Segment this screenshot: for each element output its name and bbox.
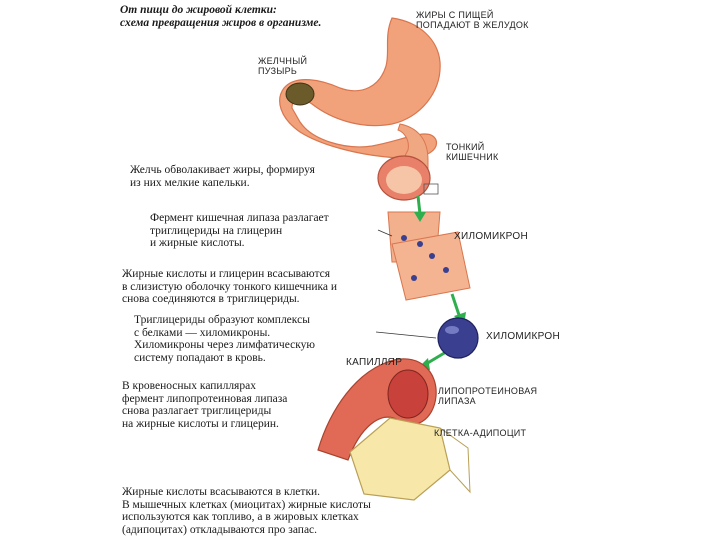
step-blood: В кровеносных капиллярах фермент липопро… [122, 380, 362, 430]
droplet [401, 235, 407, 241]
label-chylomicron-1: ХИЛОМИКРОН [454, 232, 554, 242]
capillary-lumen [388, 370, 428, 418]
droplet [443, 267, 449, 273]
droplet [411, 275, 417, 281]
step-absorb: Жирные кислоты и глицерин всасываются в … [122, 268, 404, 306]
label-stomach: ЖИРЫ С ПИЩЕЙ ПОПАДАЮТ В ЖЕЛУДОК [416, 10, 576, 30]
gallbladder-shape [286, 83, 314, 105]
step-bile: Желчь обволакивает жиры, формируя из них… [130, 164, 380, 189]
chylomicron-sphere [438, 318, 478, 358]
droplet [417, 241, 423, 247]
label-gallbladder: ЖЕЛЧНЫЙ ПУЗЫРЬ [258, 56, 338, 76]
flow-arrow [426, 352, 446, 364]
step-enzyme: Фермент кишечная липаза разлагает тригли… [150, 212, 390, 250]
pointer-line [376, 332, 436, 338]
chylomicron-highlight [445, 326, 459, 334]
label-chylomicron-2: ХИЛОМИКРОН [486, 332, 586, 342]
step-cells: Жирные кислоты всасываются в клетки. В м… [122, 486, 452, 536]
droplet [429, 253, 435, 259]
flow-arrow [452, 294, 460, 318]
flow-arrow [418, 196, 420, 214]
label-lipoprotein-lipase: ЛИПОПРОТЕИНОВАЯ ЛИПАЗА [438, 386, 568, 406]
intestine-lumen [386, 166, 422, 194]
step-complex: Триглицериды образуют комплексы с белкам… [134, 314, 384, 364]
label-adipocyte: КЛЕТКА-АДИПОЦИТ [434, 428, 564, 438]
label-small-intestine: ТОНКИЙ КИШЕЧНИК [446, 142, 536, 162]
diagram-title: От пищи до жировой клетки: схема превращ… [120, 4, 380, 29]
